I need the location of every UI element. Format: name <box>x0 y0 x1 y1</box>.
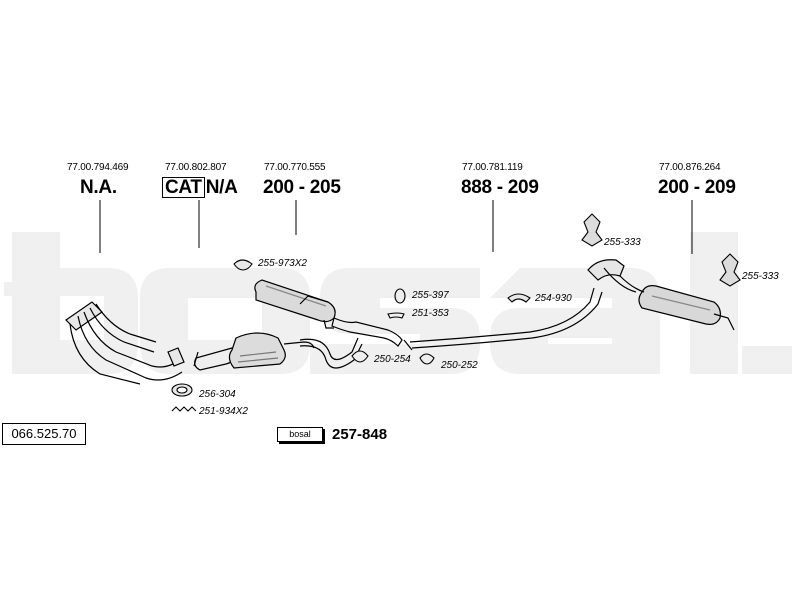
part-label: 255-333 <box>742 271 779 282</box>
component-ref-1: 77.00.794.469 <box>67 162 129 173</box>
bosal-logo-icon: bosal <box>289 429 311 439</box>
part-label: 251-353 <box>412 308 449 319</box>
small-parts <box>171 213 741 412</box>
part-label: 250-254 <box>374 354 411 365</box>
kit-logo-box: bosal <box>277 427 323 442</box>
rear-silencer <box>587 259 735 331</box>
part-label: 250-252 <box>441 360 478 371</box>
exhaust-manifold <box>65 301 185 385</box>
part-label: 255-973X2 <box>258 258 307 269</box>
component-ref-5: 77.00.876.264 <box>659 162 721 173</box>
part-label: 254-930 <box>535 293 572 304</box>
catalog-number: 066.525.70 <box>2 423 86 445</box>
component-code-1: N.A. <box>80 177 117 198</box>
catalytic-converter <box>193 332 315 371</box>
component-ref-4: 77.00.781.119 <box>462 162 523 173</box>
part-label: 256-304 <box>199 389 236 400</box>
component-code-2-value: N/A <box>205 177 238 198</box>
part-label: 251-934X2 <box>199 406 248 417</box>
component-code-4: 888 - 209 <box>461 177 539 198</box>
component-code-5: 200 - 209 <box>658 177 736 198</box>
part-label: 255-333 <box>604 237 641 248</box>
component-ref-3: 77.00.770.555 <box>264 162 326 173</box>
intermediate-pipe <box>403 287 603 351</box>
front-pipe <box>299 337 363 369</box>
middle-silencer <box>254 279 403 347</box>
component-ref-2: 77.00.802.807 <box>165 162 227 173</box>
cat-label: CAT <box>162 177 205 198</box>
kit-number: 257-848 <box>332 426 388 443</box>
part-label: 255-397 <box>412 290 449 301</box>
leader-lines <box>99 200 693 254</box>
component-code-3: 200 - 205 <box>263 177 341 198</box>
